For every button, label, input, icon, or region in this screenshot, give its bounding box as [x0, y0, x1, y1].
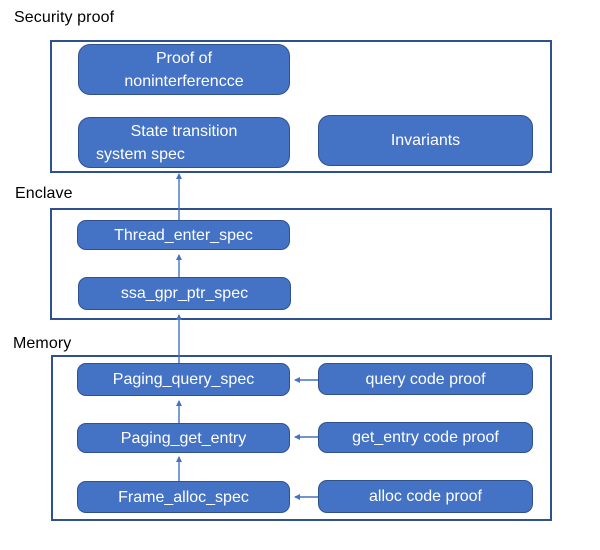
node-thread-enter-spec: Thread_enter_spec — [77, 220, 290, 250]
node-text-line: noninterferencce — [124, 72, 244, 90]
node-text-line: Paging_query_spec — [112, 371, 255, 388]
node-paging-get-entry: Paging_get_entry — [77, 423, 290, 453]
node-text-line: alloc code proof — [369, 488, 482, 505]
node-state-transition-system-spec: State transition system spec — [78, 117, 290, 168]
node-text-line: Frame_alloc_spec — [118, 488, 249, 506]
node-alloc-code-proof: alloc code proof — [318, 480, 533, 513]
node-get-entry-code-proof: get_entry code proof — [318, 422, 533, 453]
node-invariants: Invariants — [318, 115, 533, 166]
section-label-security-proof: Security proof — [14, 9, 115, 26]
node-text-line: Proof of — [155, 49, 213, 67]
node-text-line: system spec — [96, 145, 185, 163]
node-query-code-proof: query code proof — [318, 363, 533, 395]
node-text-line: ssa_gpr_ptr_spec — [120, 285, 249, 302]
node-paging-query-spec: Paging_query_spec — [77, 363, 290, 396]
node-text-line: Invariants — [390, 132, 461, 149]
node-text-line: State transition — [130, 122, 238, 140]
node-text-line: Thread_enter_spec — [114, 226, 253, 244]
node-frame-alloc-spec: Frame_alloc_spec — [77, 481, 290, 513]
section-label-enclave: Enclave — [15, 185, 73, 202]
node-text-line: Paging_get_entry — [120, 429, 247, 447]
node-text-line: get_entry code proof — [352, 429, 499, 446]
node-proof-of-noninterference: Proof of noninterferencce — [78, 44, 290, 95]
section-label-memory: Memory — [13, 335, 72, 352]
node-ssa-gpr-ptr-spec: ssa_gpr_ptr_spec — [78, 277, 291, 310]
node-text-line: query code proof — [365, 370, 486, 388]
